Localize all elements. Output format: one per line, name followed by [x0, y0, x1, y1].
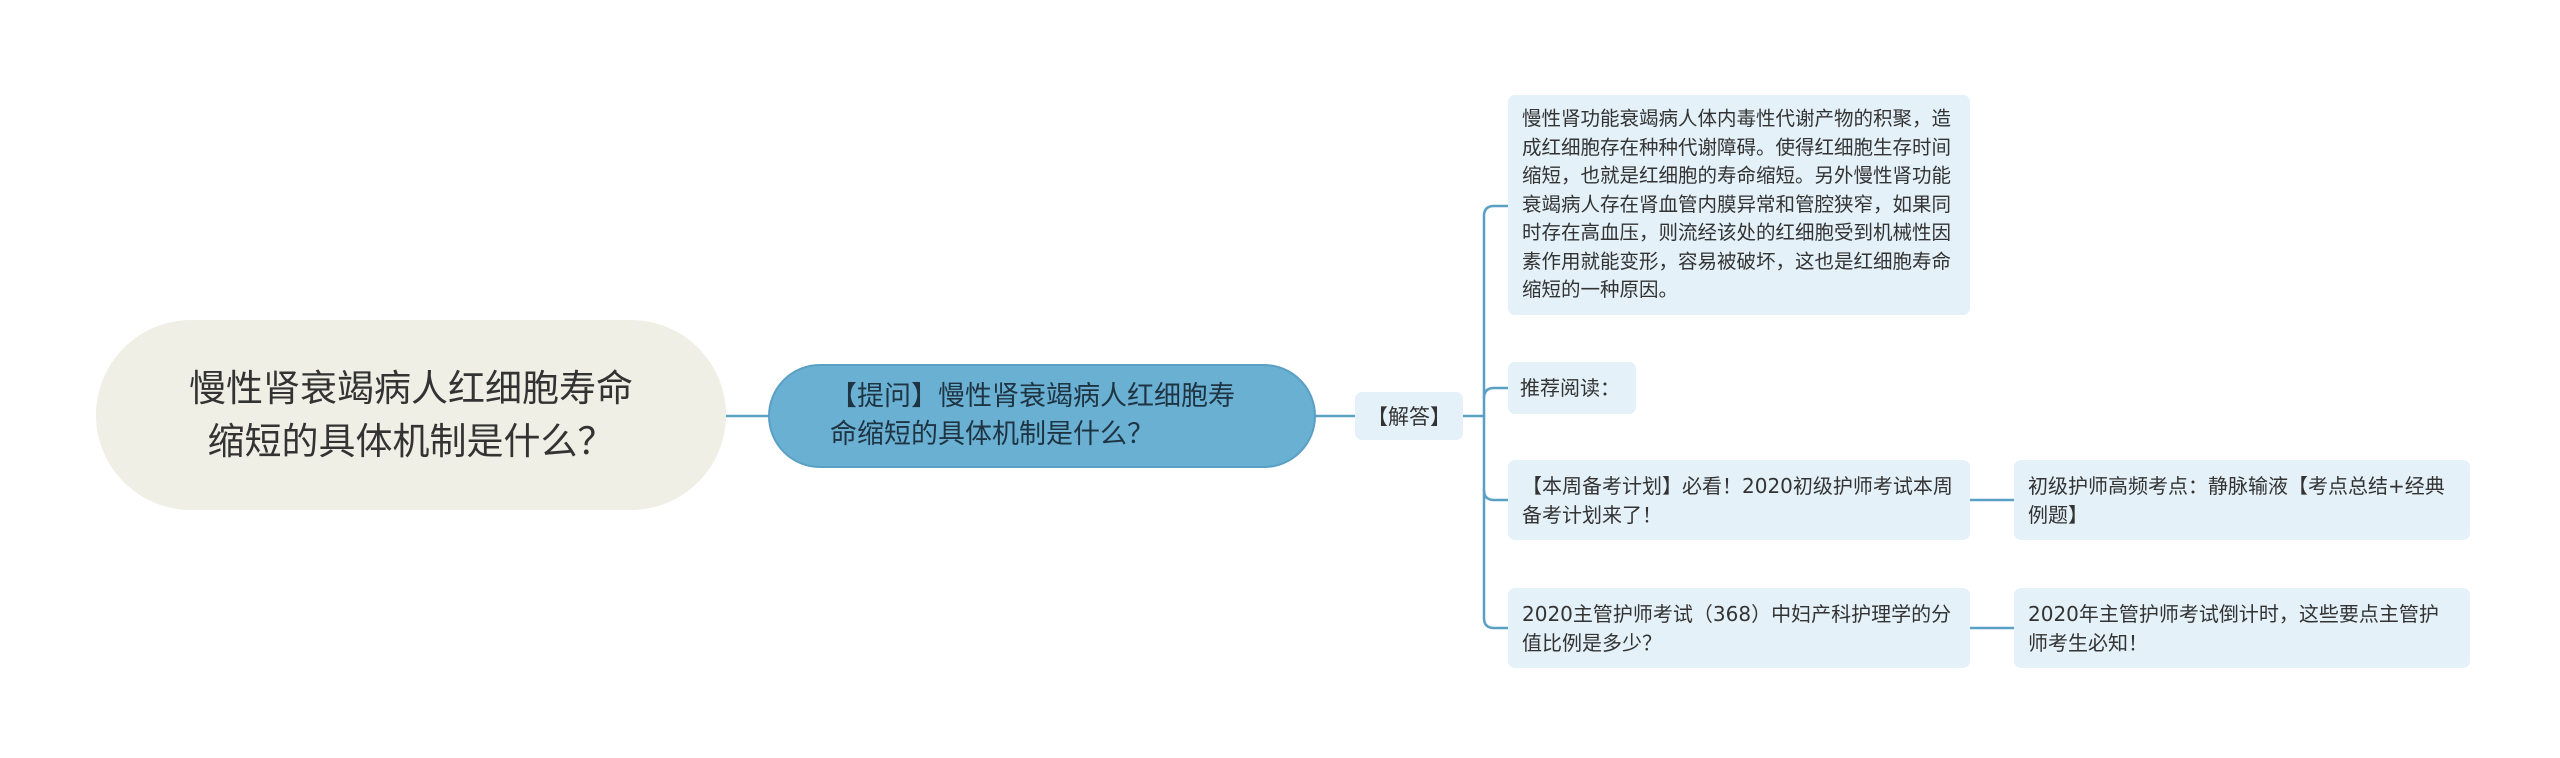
root-topic-label: 慢性肾衰竭病人红细胞寿命缩短的具体机制是什么？: [189, 367, 633, 463]
answer-label: 【解答】: [1367, 405, 1451, 429]
connector-plan: [1482, 414, 1510, 502]
high-frequency-points-link-label: 初级护师高频考点：静脉输液【考点总结+经典例题】: [2028, 474, 2445, 527]
recommended-reading-label: 推荐阅读：: [1520, 375, 1620, 400]
exam-score-ratio-link-label: 2020主管护师考试（368）中妇产科护理学的分值比例是多少？: [1522, 602, 1952, 655]
exam-countdown-link-label: 2020年主管护师考试倒计时，这些要点主管护师考生必知！: [2028, 602, 2439, 655]
question-label: 【提问】慢性肾衰竭病人红细胞寿命缩短的具体机制是什么？: [830, 381, 1235, 450]
study-plan-link-node[interactable]: 【本周备考计划】必看！2020初级护师考试本周备考计划来了！: [1508, 460, 1970, 540]
connector-answer-text: [1482, 204, 1510, 418]
recommended-reading-node[interactable]: 推荐阅读：: [1508, 362, 1636, 414]
connector-exam: [1482, 488, 1510, 630]
answer-text-label: 慢性肾功能衰竭病人体内毒性代谢产物的积聚，造成红细胞存在种种代谢障碍。使得红细胞…: [1522, 107, 1952, 301]
answer-text-node[interactable]: 慢性肾功能衰竭病人体内毒性代谢产物的积聚，造成红细胞存在种种代谢障碍。使得红细胞…: [1508, 95, 1970, 315]
question-node[interactable]: 【提问】慢性肾衰竭病人红细胞寿命缩短的具体机制是什么？: [768, 364, 1316, 468]
root-topic-node[interactable]: 慢性肾衰竭病人红细胞寿命缩短的具体机制是什么？: [96, 320, 726, 510]
exam-countdown-link-node[interactable]: 2020年主管护师考试倒计时，这些要点主管护师考生必知！: [2014, 588, 2470, 668]
exam-score-ratio-link-node[interactable]: 2020主管护师考试（368）中妇产科护理学的分值比例是多少？: [1508, 588, 1970, 668]
connector-reading: [1482, 386, 1510, 400]
study-plan-link-label: 【本周备考计划】必看！2020初级护师考试本周备考计划来了！: [1522, 474, 1953, 527]
high-frequency-points-link-node[interactable]: 初级护师高频考点：静脉输液【考点总结+经典例题】: [2014, 460, 2470, 540]
answer-node[interactable]: 【解答】: [1355, 392, 1463, 440]
